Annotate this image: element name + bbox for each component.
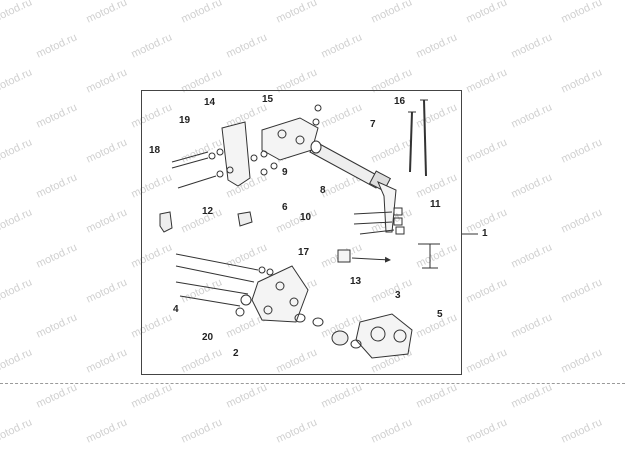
callout-1: 1 bbox=[482, 228, 488, 239]
bolt-set-11 bbox=[353, 207, 405, 235]
rod-16a bbox=[409, 111, 413, 173]
callout-2: 2 bbox=[233, 348, 239, 359]
callout-7: 7 bbox=[370, 119, 376, 130]
callout-20: 20 bbox=[202, 332, 214, 343]
callout-4: 4 bbox=[173, 304, 179, 315]
callout-11: 11 bbox=[430, 199, 441, 210]
callout-14: 14 bbox=[204, 97, 216, 108]
callout-5: 5 bbox=[437, 309, 443, 320]
clip-6 bbox=[237, 211, 253, 227]
bolt-set-upper bbox=[171, 104, 322, 189]
callout-19: 19 bbox=[179, 115, 191, 126]
callout-15: 15 bbox=[262, 94, 274, 105]
lower-bracket bbox=[251, 265, 309, 323]
shock-hanger bbox=[377, 181, 397, 233]
spacers-3 bbox=[294, 313, 362, 349]
callout-13: 13 bbox=[350, 276, 362, 287]
callout-3: 3 bbox=[395, 290, 401, 301]
part-17-cube bbox=[337, 249, 351, 263]
callout-10: 10 bbox=[300, 212, 312, 223]
detail-right bbox=[418, 243, 440, 269]
bolt-set-lower bbox=[175, 253, 274, 317]
callout-18: 18 bbox=[149, 145, 161, 156]
callout-16: 16 bbox=[394, 96, 406, 107]
callout-17: 17 bbox=[298, 247, 310, 258]
separator-dashed-line bbox=[0, 383, 625, 384]
callout-6: 6 bbox=[282, 202, 288, 213]
clip-12 bbox=[159, 211, 173, 233]
callout-12: 12 bbox=[202, 206, 214, 217]
diagram-frame bbox=[141, 90, 462, 375]
rod-16b bbox=[423, 99, 427, 177]
callout-9: 9 bbox=[282, 167, 288, 178]
callout-8: 8 bbox=[320, 185, 326, 196]
